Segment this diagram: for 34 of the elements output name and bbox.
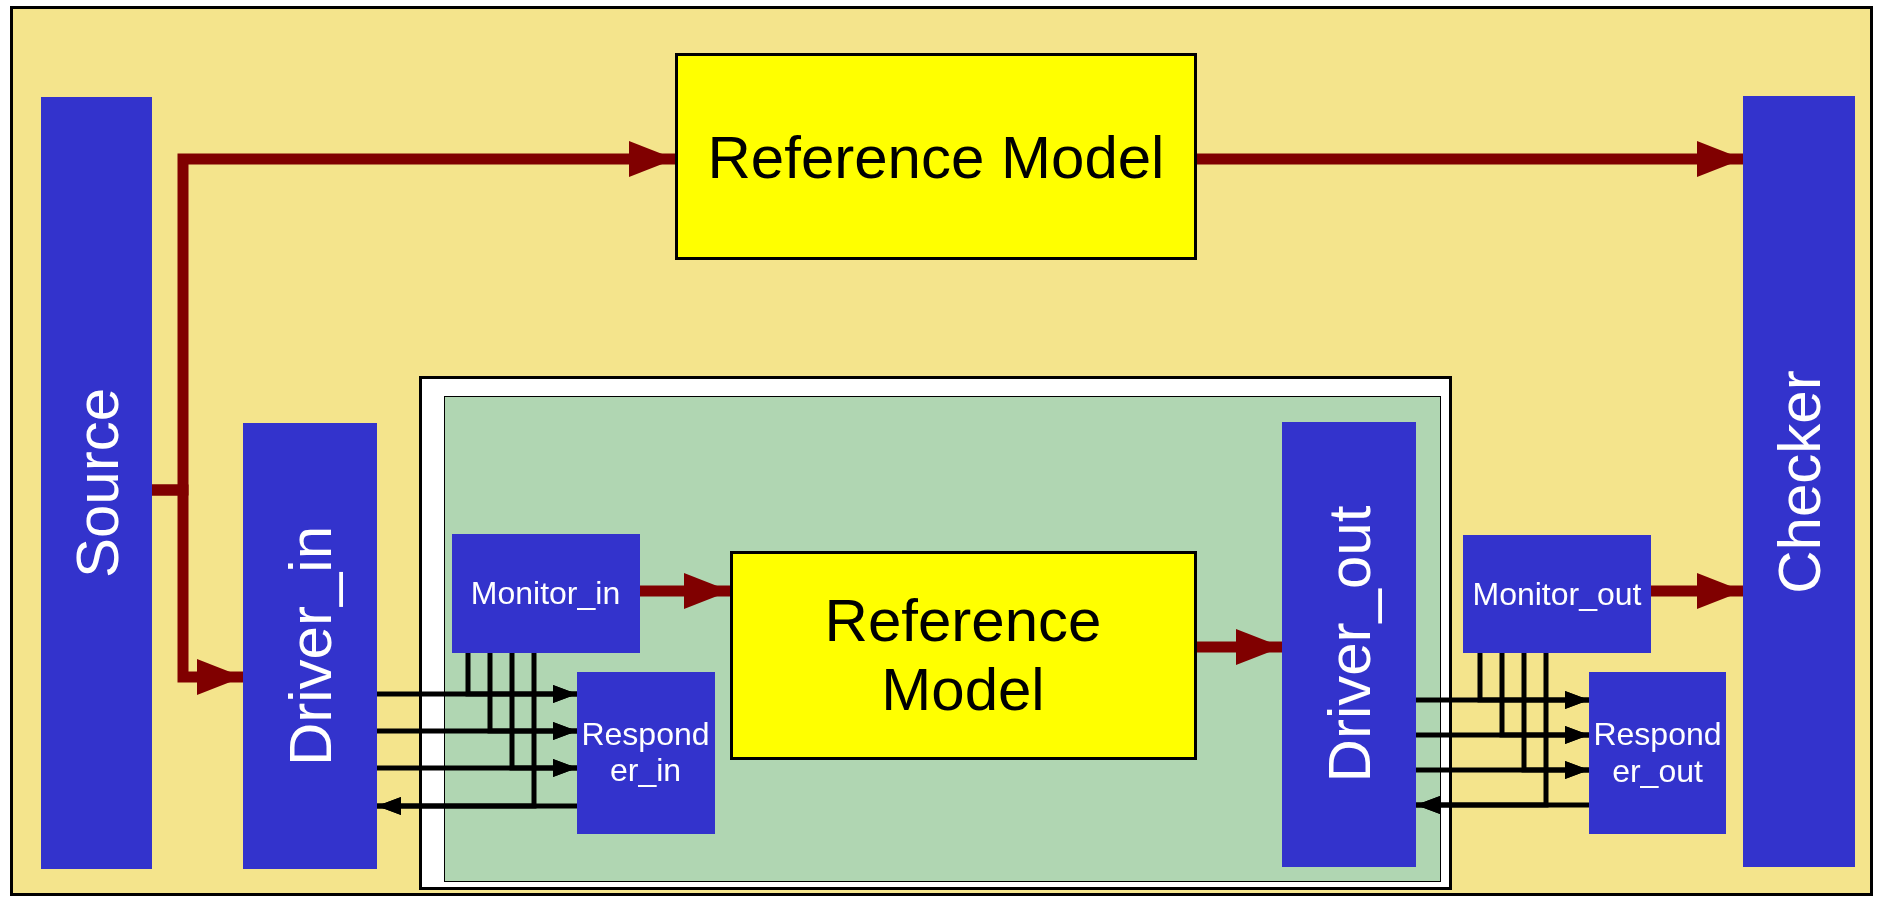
thick-arrow — [640, 573, 730, 609]
box-label: Reference Model — [823, 586, 1103, 724]
process-box — [41, 97, 152, 869]
box-label: Responder_in — [580, 715, 711, 790]
thick-arrow — [1197, 141, 1743, 177]
arrow — [509, 653, 577, 777]
process-box — [1743, 96, 1855, 867]
process-box — [243, 423, 377, 869]
arrow — [1521, 653, 1589, 779]
box-label: Monitor_out — [1471, 575, 1643, 613]
arrow — [1499, 653, 1589, 744]
process-box — [576, 671, 715, 834]
box-label: Monitor_in — [469, 574, 622, 612]
arrow — [377, 653, 537, 815]
box-label: Responder_out — [1593, 716, 1722, 790]
arrow — [1477, 653, 1589, 709]
box-label: Checker — [1764, 369, 1834, 594]
process-box — [1589, 672, 1726, 834]
arrow — [465, 653, 577, 703]
thick-arrow — [1651, 573, 1743, 609]
process-box — [451, 533, 640, 653]
box-label: Reference Model — [706, 122, 1166, 191]
process-box — [1463, 535, 1651, 653]
box-label: Driver_out — [1314, 505, 1383, 783]
arrow — [487, 653, 577, 740]
box-label: Source — [62, 387, 131, 579]
frame-background — [10, 6, 1873, 896]
box-label: Driver_in — [275, 525, 345, 767]
thick-arrow — [152, 484, 243, 695]
process-box — [1281, 421, 1416, 867]
process-box — [675, 53, 1197, 260]
process-box — [729, 550, 1197, 760]
arrow — [1416, 653, 1549, 814]
thick-arrow — [1197, 629, 1282, 665]
